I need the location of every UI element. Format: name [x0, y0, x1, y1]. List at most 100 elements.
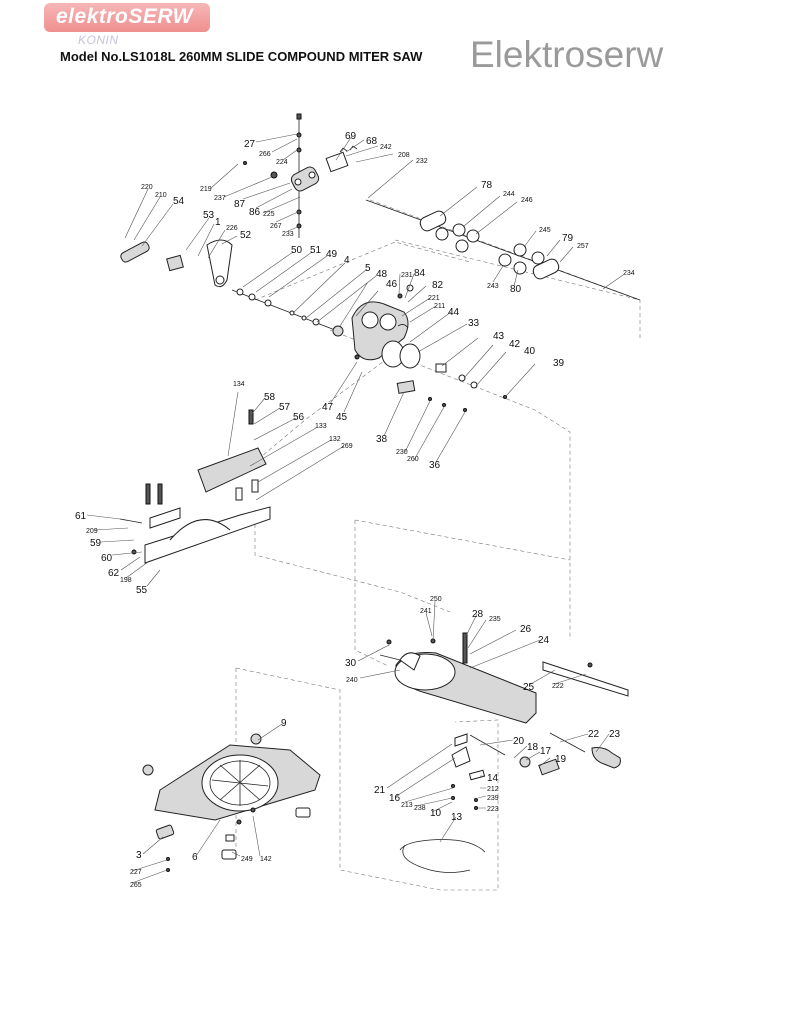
callout: 39 [553, 358, 565, 369]
callout: 234 [623, 270, 635, 277]
callout: 33 [468, 318, 480, 329]
callout: 237 [214, 195, 226, 202]
callout: 223 [487, 806, 499, 813]
callout: 209 [86, 528, 98, 535]
turntable-assembly [379, 632, 629, 873]
callout: 266 [259, 151, 271, 158]
callout: 235 [489, 616, 501, 623]
callout: 3 [136, 850, 142, 861]
callout: 57 [279, 402, 291, 413]
callout: 36 [429, 460, 441, 471]
callout: 38 [376, 434, 388, 445]
base-assembly [142, 733, 321, 872]
callout: 16 [389, 793, 401, 804]
callout: 226 [226, 225, 238, 232]
callout: 18 [527, 742, 539, 753]
callout: 220 [141, 184, 153, 191]
callout: 19 [555, 754, 567, 765]
callout: 51 [310, 245, 322, 256]
callout: 243 [487, 283, 499, 290]
callout: 213 [401, 802, 413, 809]
callout: 56 [293, 412, 305, 423]
callout: 6 [192, 852, 198, 863]
callout: 238 [414, 805, 426, 812]
callout: 257 [577, 243, 589, 250]
callout: 50 [291, 245, 303, 256]
callout: 78 [481, 180, 493, 191]
callout: 267 [270, 223, 282, 230]
callout: 26 [520, 624, 532, 635]
callout: 232 [416, 158, 428, 165]
callout: 80 [510, 284, 522, 295]
callout: 133 [315, 423, 327, 430]
callout: 27 [244, 139, 256, 150]
callout: 24 [538, 635, 550, 646]
callout: 28 [472, 609, 484, 620]
callout: 43 [493, 331, 505, 342]
logo-subtext: KONIN [78, 33, 119, 47]
logo-badge [44, 3, 210, 32]
fence-assembly [119, 409, 271, 564]
slide-rail-assembly [365, 199, 641, 301]
callout: 46 [386, 279, 398, 290]
callout: 233 [282, 231, 294, 238]
callout: 61 [75, 511, 87, 522]
callout: 14 [487, 773, 499, 784]
callout: 55 [136, 585, 148, 596]
callout: 17 [540, 746, 552, 757]
brand-watermark: Elektroserw [470, 34, 664, 75]
callout: 244 [503, 191, 515, 198]
callout: 47 [322, 402, 334, 413]
callout: 84 [414, 268, 426, 279]
callout: 241 [420, 608, 432, 615]
callout: 49 [326, 249, 338, 260]
motor-housing-assembly [231, 284, 507, 412]
callout: 269 [341, 443, 353, 450]
callout: 62 [108, 568, 120, 579]
callout: 198 [120, 577, 132, 584]
callout: 249 [241, 856, 253, 863]
callout: 221 [428, 295, 440, 302]
callout: 260 [407, 456, 419, 463]
callout: 82 [432, 280, 444, 291]
handle-assembly [120, 113, 358, 288]
callout: 265 [130, 882, 142, 889]
callout: 30 [345, 658, 357, 669]
callout: 225 [263, 211, 275, 218]
callout: 227 [130, 869, 142, 876]
callout: 68 [366, 136, 378, 147]
callout: 25 [523, 682, 535, 693]
logo-text: elektroSERW [56, 5, 193, 28]
callout: 40 [524, 346, 536, 357]
callout: 245 [539, 227, 551, 234]
callout: 52 [240, 230, 252, 241]
model-title: Model No.LS1018L 260MM SLIDE COMPOUND MI… [60, 49, 423, 64]
callout: 20 [513, 736, 525, 747]
callout: 210 [155, 192, 167, 199]
callout: 48 [376, 269, 388, 280]
leader-lines [86, 133, 624, 884]
callout: 87 [234, 199, 246, 210]
callout: 42 [509, 339, 521, 350]
callout: 246 [521, 197, 533, 204]
callout: 44 [448, 307, 460, 318]
callout: 10 [430, 808, 442, 819]
callout: 222 [552, 683, 564, 690]
callout: 59 [90, 538, 102, 549]
callout: 69 [345, 131, 357, 142]
callout: 240 [346, 677, 358, 684]
callout: 132 [329, 436, 341, 443]
callout: 250 [430, 596, 442, 603]
callout: 242 [380, 144, 392, 151]
callout: 212 [487, 786, 499, 793]
callout: 230 [396, 449, 408, 456]
callout: 23 [609, 729, 621, 740]
callout: 79 [562, 233, 574, 244]
callout: 1 [215, 217, 221, 228]
callout: 9 [281, 718, 287, 729]
callout: 142 [260, 856, 272, 863]
callout: 58 [264, 392, 276, 403]
callout: 231 [401, 272, 413, 279]
callout: 13 [451, 812, 463, 823]
